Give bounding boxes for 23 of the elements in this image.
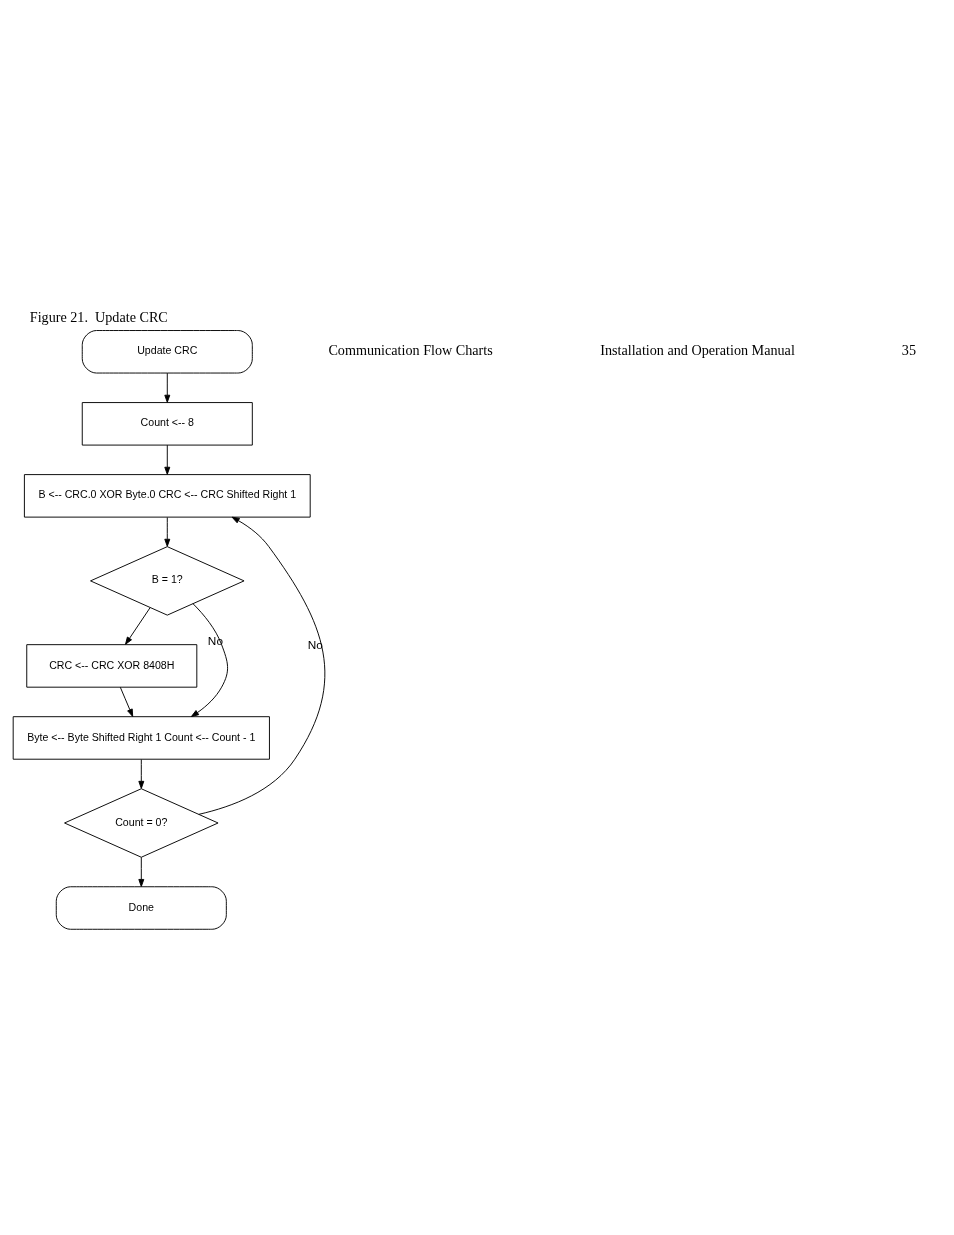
edge-label: No — [207, 634, 223, 649]
arrow — [164, 517, 171, 547]
arrow — [138, 856, 145, 887]
label: Communication Flow Charts — [328, 342, 493, 359]
node-box: Byte <-- Byte Shifted Right 1 Count <-- Count - 1 — [12, 716, 270, 760]
label: Installation and Operation Manual — [600, 342, 795, 359]
label: 35 — [901, 342, 917, 359]
arrow — [164, 372, 171, 403]
arrow — [190, 603, 228, 717]
edge-label: No — [307, 637, 323, 652]
node-diamond: B = 1? — [90, 546, 245, 616]
caption: Figure 21. Update CRC — [29, 308, 168, 325]
node-box: Done — [55, 886, 227, 930]
arrow — [138, 759, 145, 789]
node-box: Count <-- 8 — [81, 402, 253, 446]
arrow — [164, 444, 171, 475]
arrow — [198, 516, 326, 815]
node-box: CRC <-- CRC XOR 8408H — [26, 644, 198, 688]
node-box: Update CRC — [81, 330, 253, 374]
node-diamond: Count = 0? — [64, 788, 219, 858]
arrow — [119, 686, 134, 717]
node-box: B <-- CRC.0 XOR Byte.0 CRC <-- CRC Shifted Right 1 — [23, 474, 311, 518]
arrow — [125, 607, 151, 645]
